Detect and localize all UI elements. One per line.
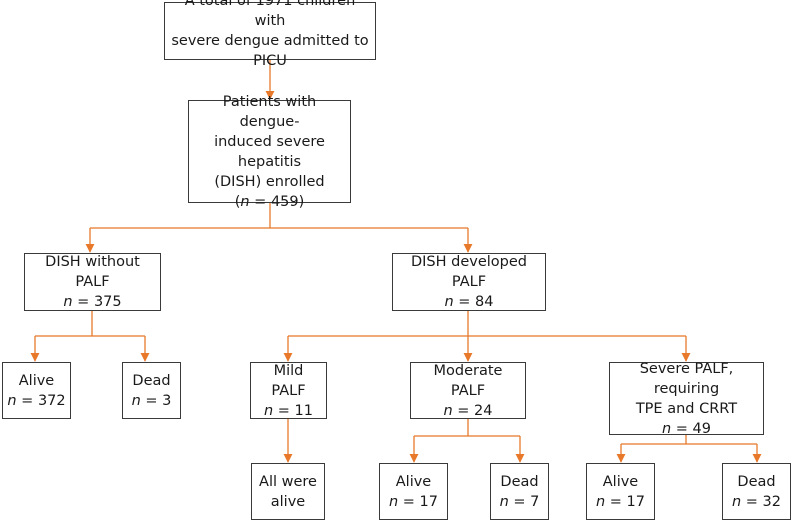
box-text-line: Dead xyxy=(737,473,776,490)
box-text-line: DISH without PALF xyxy=(45,254,140,290)
n-symbol: n xyxy=(444,294,454,310)
box-total-children: A total of 1971 children with severe deng… xyxy=(164,0,376,69)
box-count: n = 11 xyxy=(263,402,314,419)
box-dish-without-palf: DISH without PALF n = 375 xyxy=(24,253,161,311)
box-text-line: Severe PALF, requiring xyxy=(639,360,734,397)
box-severe-dead: Dead n = 32 xyxy=(722,463,791,520)
box-text-line: (DISH) enrolled xyxy=(214,173,325,190)
n-symbol: n xyxy=(595,493,606,510)
box-without-palf-dead: Dead n = 3 xyxy=(122,362,181,419)
n-symbol: n xyxy=(661,420,672,437)
box-text-line: Alive xyxy=(18,372,55,389)
box-count: n = 3 xyxy=(131,392,172,409)
box-text-line: Patients with dengue- xyxy=(222,93,317,130)
box-count: n = 17 xyxy=(388,493,439,510)
box-count: n = 24 xyxy=(443,402,493,419)
n-symbol: n xyxy=(63,294,73,310)
n-symbol: n xyxy=(499,493,509,510)
box-text-line: severe dengue admitted to PICU xyxy=(171,33,369,69)
box-count: n = 7 xyxy=(499,493,540,510)
box-text-line: Dead xyxy=(132,372,171,389)
box-text-line: Mild PALF xyxy=(271,362,306,399)
box-text-line: A total of 1971 children with xyxy=(184,0,356,29)
box-text-line: All were xyxy=(259,473,317,490)
box-text-line: Dead xyxy=(500,473,539,490)
n-symbol: n xyxy=(7,392,17,409)
box-count: n = 84 xyxy=(444,294,494,310)
box-count: n = 372 xyxy=(7,392,66,409)
box-text-line: Alive xyxy=(395,473,432,490)
box-text-line: Moderate PALF xyxy=(433,362,503,399)
box-text-line: Alive xyxy=(602,473,639,490)
box-mild-palf: Mild PALF n = 11 xyxy=(250,362,327,419)
box-dish-enrolled: Patients with dengue-induced severe hepa… xyxy=(188,94,351,210)
box-mild-all-alive: All were alive xyxy=(251,463,325,520)
n-symbol: n xyxy=(388,493,399,510)
n-symbol: n xyxy=(263,402,274,419)
n-symbol: n xyxy=(443,402,453,419)
box-moderate-palf: Moderate PALF n = 24 xyxy=(410,362,526,419)
box-text-line: TPE and CRRT xyxy=(635,400,738,417)
n-symbol: n xyxy=(240,193,250,210)
box-moderate-dead: Dead n = 7 xyxy=(490,463,549,520)
box-count: n = 375 xyxy=(63,294,122,310)
box-dish-developed-palf: DISH developed PALF n = 84 xyxy=(392,253,546,311)
box-moderate-alive: Alive n = 17 xyxy=(379,463,448,520)
box-without-palf-alive: Alive n = 372 xyxy=(2,362,71,419)
box-count: n = 32 xyxy=(731,493,782,510)
box-count: n = 49 xyxy=(661,420,712,437)
box-count: (n = 459) xyxy=(234,193,305,210)
n-symbol: n xyxy=(731,493,742,510)
box-text-line: induced severe hepatitis xyxy=(214,133,325,170)
box-text-line: alive xyxy=(270,493,306,510)
box-severe-alive: Alive n = 17 xyxy=(586,463,655,520)
box-text-line: DISH developed PALF xyxy=(410,254,527,290)
n-symbol: n xyxy=(131,392,141,409)
box-count: n = 17 xyxy=(595,493,646,510)
